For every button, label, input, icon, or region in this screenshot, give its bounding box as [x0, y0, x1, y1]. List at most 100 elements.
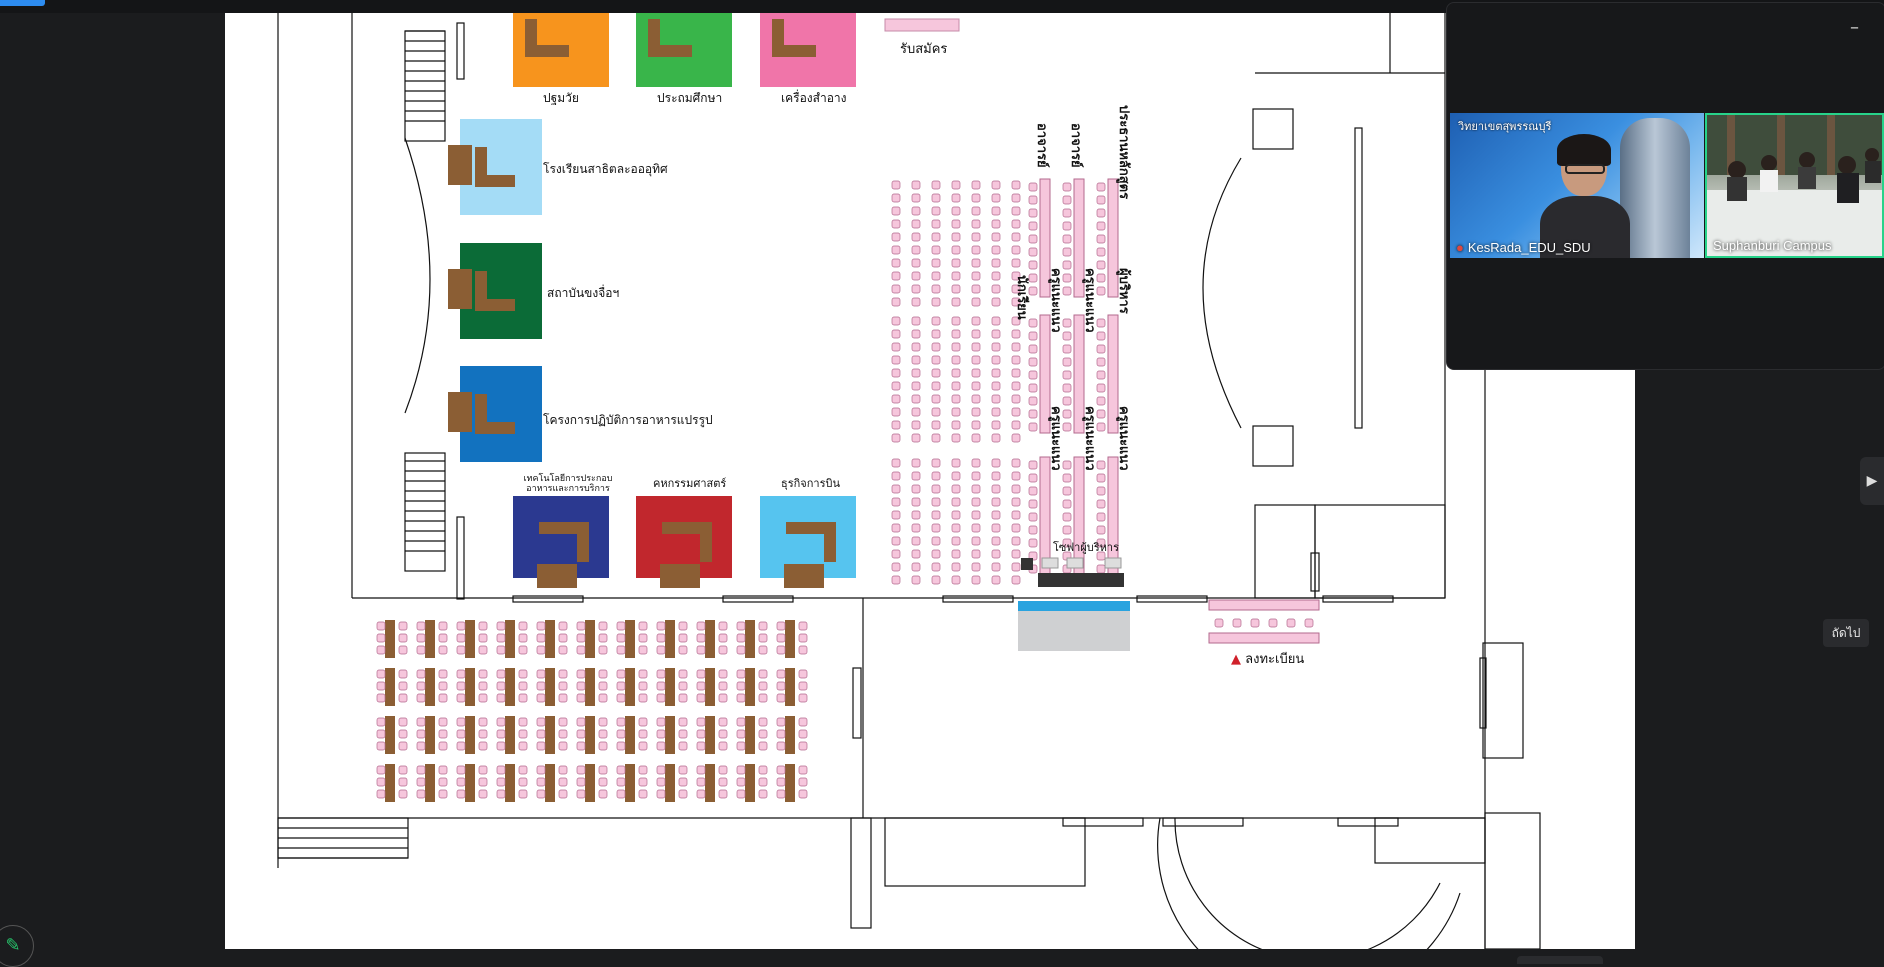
booth-desk	[577, 522, 589, 562]
chair	[376, 621, 386, 631]
chair	[991, 394, 1001, 404]
door	[852, 667, 862, 739]
chair	[1286, 618, 1296, 628]
chair	[951, 368, 961, 378]
chair	[1011, 193, 1021, 203]
chair	[911, 549, 921, 559]
chair	[638, 717, 648, 727]
head-table	[1039, 456, 1051, 576]
chair	[536, 789, 546, 799]
chair	[398, 681, 408, 691]
sign-in-label: ▲ ลงทะเบียน	[1231, 648, 1304, 669]
classroom-desk	[585, 764, 595, 802]
chair	[736, 681, 746, 691]
chair	[456, 729, 466, 739]
chair	[1062, 460, 1072, 470]
chair	[776, 633, 786, 643]
participant-tile-kesrada[interactable]: วิทยาเขตสุพรรณบุรี ●KesRada_EDU_SDU	[1450, 113, 1704, 258]
chair	[536, 645, 546, 655]
chair	[616, 681, 626, 691]
seat-label-guidance-3: ครูแนะแนว	[1116, 406, 1131, 471]
chair	[696, 669, 706, 679]
chair	[776, 765, 786, 775]
chair	[951, 316, 961, 326]
chair	[558, 621, 568, 631]
chair	[598, 633, 608, 643]
floor-plan-drawing	[277, 13, 1541, 949]
chair	[951, 284, 961, 294]
chair	[438, 717, 448, 727]
chair	[678, 681, 688, 691]
chair	[696, 765, 706, 775]
chair	[798, 633, 808, 643]
booth-desk	[660, 564, 700, 588]
minimize-button[interactable]: –	[1850, 17, 1859, 38]
chair	[696, 741, 706, 751]
participant-tile-suphanburi[interactable]: Suphanburi Campus	[1705, 113, 1884, 258]
classroom-desk	[465, 620, 475, 658]
chair	[891, 245, 901, 255]
chair	[416, 693, 426, 703]
chair	[776, 693, 786, 703]
chair	[1062, 538, 1072, 548]
chair	[911, 458, 921, 468]
chair	[911, 355, 921, 365]
chair	[971, 355, 981, 365]
active-tab-indicator[interactable]	[0, 0, 45, 6]
chair	[971, 510, 981, 520]
chair	[798, 729, 808, 739]
classroom-desk	[465, 716, 475, 754]
chair	[376, 669, 386, 679]
chair	[376, 789, 386, 799]
slide-next-arrow-button[interactable]: ▶	[1860, 457, 1884, 505]
chair	[678, 693, 688, 703]
chair	[931, 575, 941, 585]
booth-label-food-technology: เทคโนโลยีการประกอบอาหารและการบริการ	[523, 474, 613, 494]
chair	[1011, 329, 1021, 339]
chair	[891, 258, 901, 268]
chair	[518, 645, 528, 655]
booth-desk	[448, 145, 472, 185]
chair	[1096, 357, 1106, 367]
next-button[interactable]: ถัดไป	[1823, 619, 1869, 647]
chair	[931, 355, 941, 365]
chair	[931, 420, 941, 430]
chair	[776, 669, 786, 679]
signin-table	[1208, 632, 1320, 644]
head-table	[1039, 178, 1051, 298]
classroom-desk	[545, 764, 555, 802]
chair	[696, 693, 706, 703]
chair	[1028, 486, 1038, 496]
chair	[951, 575, 961, 585]
chair	[911, 271, 921, 281]
chair	[576, 789, 586, 799]
pen-tool-icon[interactable]: ✎	[0, 925, 34, 967]
chair	[911, 206, 921, 216]
chair	[678, 717, 688, 727]
chair	[1062, 234, 1072, 244]
chair	[616, 717, 626, 727]
chair	[1096, 473, 1106, 483]
stage-curve-left	[404, 137, 431, 414]
classroom-desk	[545, 668, 555, 706]
chair	[891, 471, 901, 481]
chair	[951, 433, 961, 443]
bottom-handle[interactable]	[1517, 956, 1603, 964]
chair	[891, 523, 901, 533]
chair	[518, 621, 528, 631]
chair	[696, 633, 706, 643]
chair	[776, 681, 786, 691]
chair	[518, 777, 528, 787]
chair	[496, 741, 506, 751]
classroom-desk	[745, 620, 755, 658]
chair	[891, 284, 901, 294]
head-table	[1107, 178, 1119, 298]
chair	[558, 669, 568, 679]
chair	[971, 193, 981, 203]
chair	[438, 693, 448, 703]
stairs-bottom-left	[404, 452, 446, 572]
chair	[736, 633, 746, 643]
chair	[991, 297, 1001, 307]
booth-block	[460, 119, 542, 215]
chair	[1096, 512, 1106, 522]
